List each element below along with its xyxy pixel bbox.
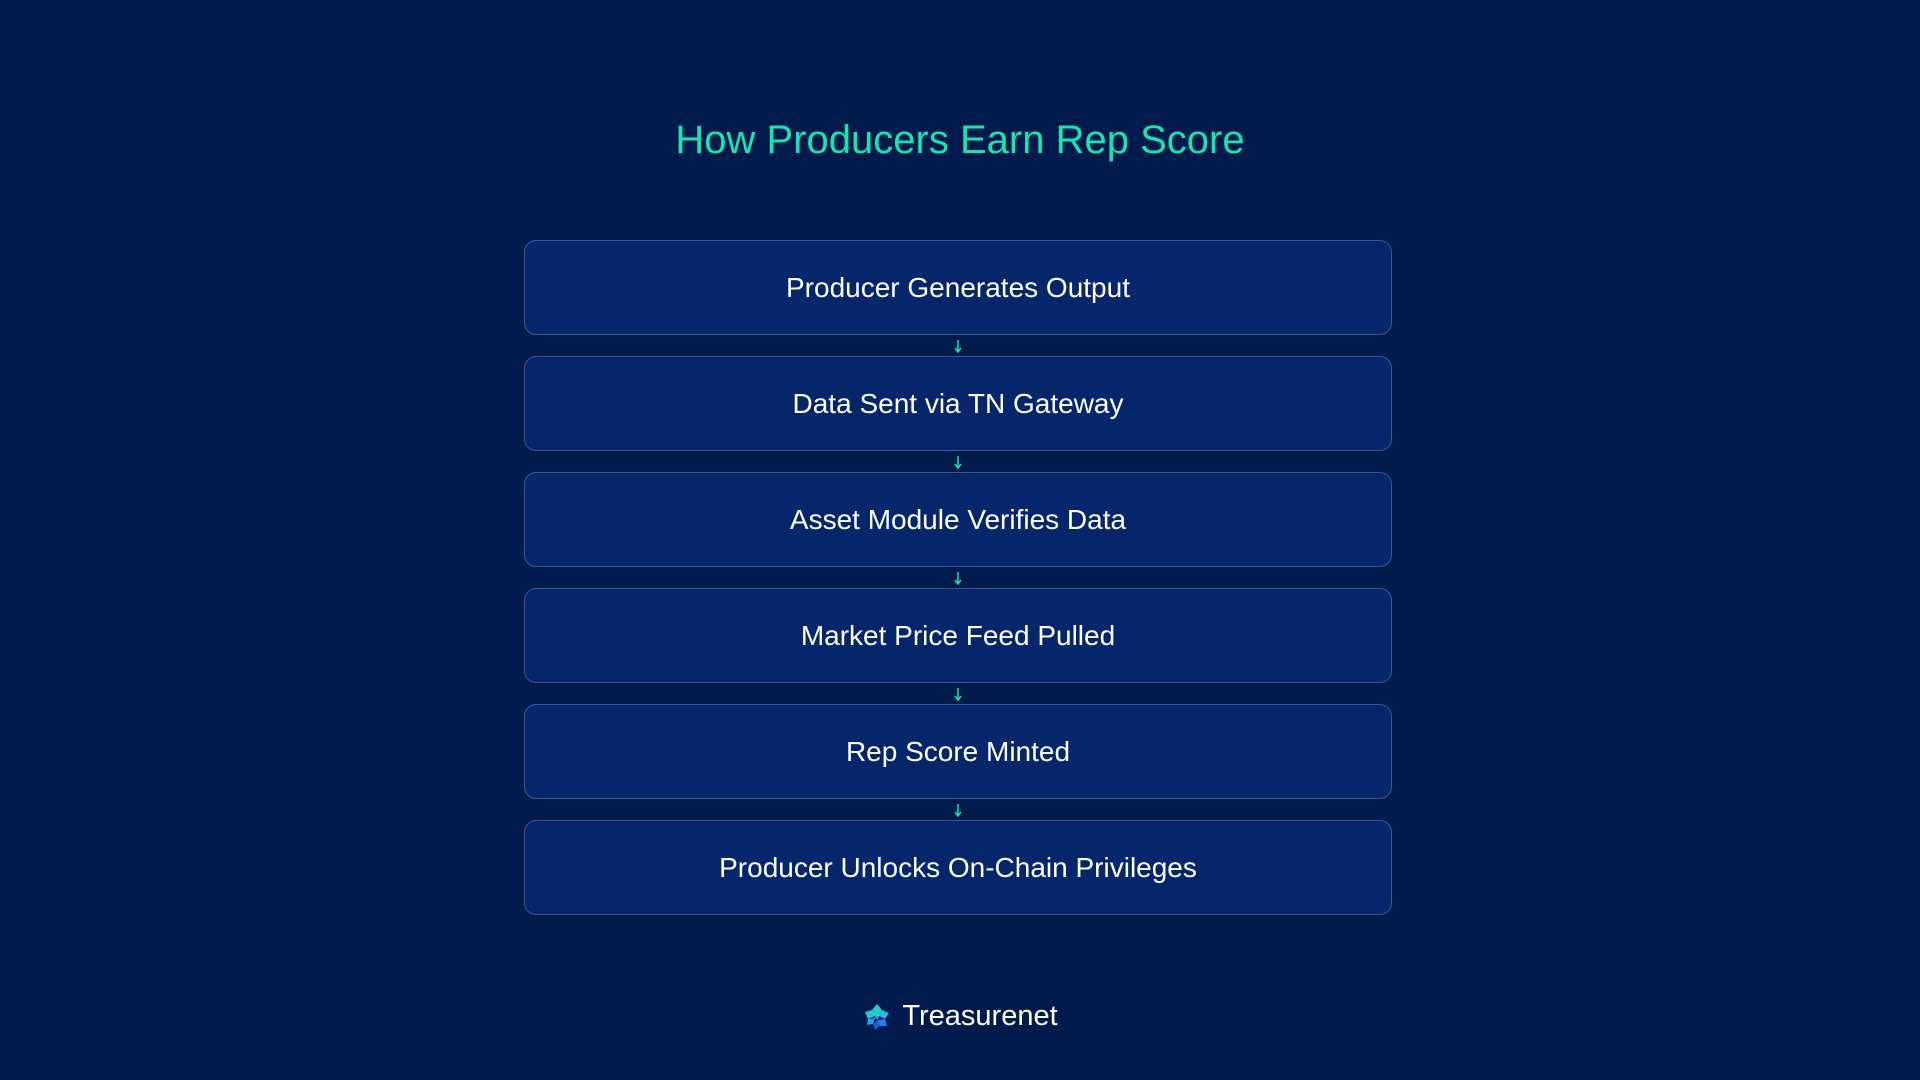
- step-box: Producer Generates Output: [524, 240, 1392, 335]
- flow-connector: [524, 683, 1392, 704]
- arrow-down-icon: [954, 803, 962, 817]
- flow-connector: [524, 451, 1392, 472]
- footer-brand: Treasurenet: [0, 1000, 1920, 1033]
- flow-connector: [524, 567, 1392, 588]
- step-label: Rep Score Minted: [845, 735, 1071, 767]
- flow-connector: [524, 799, 1392, 820]
- brand-name: Treasurenet: [902, 1000, 1058, 1032]
- step-box: Rep Score Minted: [524, 704, 1392, 799]
- arrow-down-icon: [954, 571, 962, 585]
- arrow-down-icon: [954, 687, 962, 701]
- step-box: Asset Module Verifies Data: [524, 472, 1392, 567]
- page-title: How Producers Earn Rep Score: [675, 118, 1245, 162]
- step-label: Producer Unlocks On-Chain Privileges: [719, 851, 1197, 883]
- step-label: Data Sent via TN Gateway: [792, 387, 1124, 419]
- arrow-down-icon: [954, 339, 962, 353]
- step-label: Market Price Feed Pulled: [800, 619, 1116, 651]
- step-box: Producer Unlocks On-Chain Privileges: [524, 820, 1392, 915]
- arrow-down-icon: [954, 455, 962, 469]
- treasurenet-logo-icon: [865, 1003, 890, 1030]
- flow-diagram: Producer Generates Output Data Sent via …: [524, 240, 1392, 915]
- step-box: Data Sent via TN Gateway: [524, 356, 1392, 451]
- step-box: Market Price Feed Pulled: [524, 588, 1392, 683]
- step-label: Producer Generates Output: [786, 271, 1130, 303]
- flow-connector: [524, 335, 1392, 356]
- step-label: Asset Module Verifies Data: [789, 503, 1127, 535]
